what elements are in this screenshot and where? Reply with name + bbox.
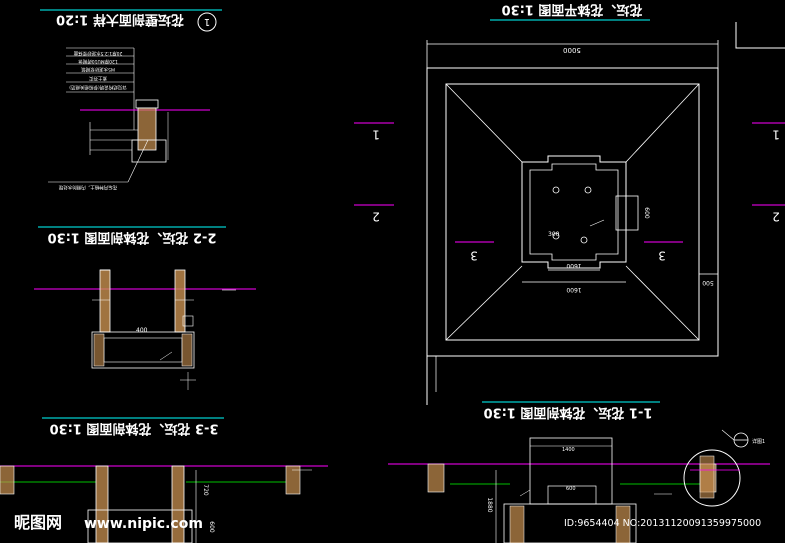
plan-diagonal	[445, 83, 523, 163]
detail-note-line: M5水泥砂浆砌筑	[81, 66, 115, 73]
section-1-title: 1-1 花坛、花钵剖面图 1:30	[484, 405, 653, 421]
detail-note-line: 120厚MU10砖砌体	[78, 58, 118, 65]
section-2-title: 2-2 花坛、花钵剖面图 1:30	[48, 230, 217, 246]
plan-pot-circle	[552, 186, 560, 194]
section-1-base-wall-right	[615, 505, 631, 543]
plan-diagonal	[625, 265, 700, 341]
detail-view: 花坛壁剖面大样 1:20 1 20厚1:2.5水泥砂浆抹面 120厚MU10砖砌…	[40, 9, 222, 191]
section-2-dim: 400	[136, 327, 148, 334]
plan-pot-circle	[580, 236, 588, 244]
detail-footing	[131, 139, 167, 163]
plan-right-offset-dim: 500	[702, 279, 714, 286]
plan-diagonal	[445, 265, 523, 341]
section-1-base	[503, 503, 637, 543]
plan-pot-circle	[552, 232, 560, 240]
section-1-view: 1-1 花坛、花钵剖面图 1:30 1400 600 1880 详图1	[388, 401, 770, 543]
section-3-right-curb	[285, 465, 301, 495]
section-marker-3-right: 3	[658, 249, 666, 263]
detail-note-line: 素土夯实	[89, 75, 107, 82]
plan-planter-inner	[529, 163, 619, 261]
watermark-id: ID:9654404 NO:20131120091359975000	[564, 518, 761, 529]
plan-outer-square	[426, 67, 719, 357]
watermark: 昵图网 www.nipic.com ID:9654404 NO:20131120…	[14, 513, 761, 532]
plan-right-pier	[615, 195, 639, 231]
detail-number: 1	[204, 16, 210, 27]
section-1-detail-circle	[683, 449, 741, 507]
plan-view: 花坛、花钵平面图 1:30 5000 600	[354, 2, 785, 405]
section-1-side-dim: 1880	[486, 497, 493, 512]
detail-title: 花坛壁剖面大样 1:20	[56, 12, 184, 28]
section-3-left-curb	[0, 465, 15, 495]
plan-title: 花坛、花钵平面图 1:30	[502, 2, 643, 18]
plan-pot-circle	[584, 186, 592, 194]
plan-inner-square	[445, 83, 700, 341]
watermark-logo: 昵图网	[14, 513, 62, 532]
section-marker-1-left: 1	[372, 128, 380, 142]
section-2-right-post	[174, 269, 186, 333]
section-2-left-post	[99, 269, 111, 333]
plan-pier-dim: 600	[643, 207, 650, 219]
detail-notes: 20厚1:2.5水泥砂浆抹面 120厚MU10砖砌体 M5水泥砂浆砌筑 素土夯实…	[66, 47, 135, 130]
section-3-side-dim: 720	[202, 484, 209, 496]
detail-note-line: 详见结构说明(参照相关规范)	[69, 84, 127, 91]
detail-wall-body	[137, 107, 157, 151]
section-3-left-post	[95, 465, 109, 543]
section-1-base-wall-left	[509, 505, 525, 543]
section-1-callout-label: 详图1	[752, 438, 765, 445]
section-3-low-dim: 600	[208, 521, 215, 533]
plan-overall-dim: 5000	[563, 46, 581, 54]
section-marker-2-right: 2	[772, 210, 780, 224]
section-marker-2-left: 2	[372, 210, 380, 224]
plan-planter-outer	[521, 155, 627, 269]
section-2-left-wall	[93, 333, 105, 367]
section-3-right-post	[171, 465, 185, 543]
plan-corner-line	[735, 22, 785, 49]
plan-inner-width-dim: 1600	[566, 286, 581, 293]
detail-leader	[127, 139, 149, 183]
section-1-mid-dim: 600	[566, 486, 576, 492]
section-marker-3-left: 3	[470, 249, 478, 263]
plan-diagonal	[625, 83, 700, 163]
section-3-basin	[87, 509, 193, 543]
section-2-basin	[91, 331, 195, 369]
section-1-left-curb	[427, 463, 445, 493]
detail-note-line: 20厚1:2.5水泥砂浆抹面	[73, 50, 122, 57]
section-2-view: 2-2 花坛、花钵剖面图 1:30 400	[34, 226, 256, 390]
detail-number-circle	[197, 12, 217, 32]
plan-center-dim: 300	[548, 231, 560, 238]
section-1-top-dim: 1400	[562, 447, 575, 453]
section-3-view: 3-3 花坛、花钵剖面图 1:30 720 600	[0, 417, 328, 543]
plan-inner-small-dim: 1600	[566, 262, 581, 269]
watermark-url: www.nipic.com	[84, 516, 203, 532]
section-3-title: 3-3 花坛、花钵剖面图 1:30	[50, 421, 219, 437]
detail-bottom-note: 花坛内种植土，内侧防水处理	[58, 184, 117, 191]
plan-leader	[589, 219, 605, 227]
section-2-right-wall	[181, 333, 193, 367]
section-marker-1-right: 1	[772, 128, 780, 142]
